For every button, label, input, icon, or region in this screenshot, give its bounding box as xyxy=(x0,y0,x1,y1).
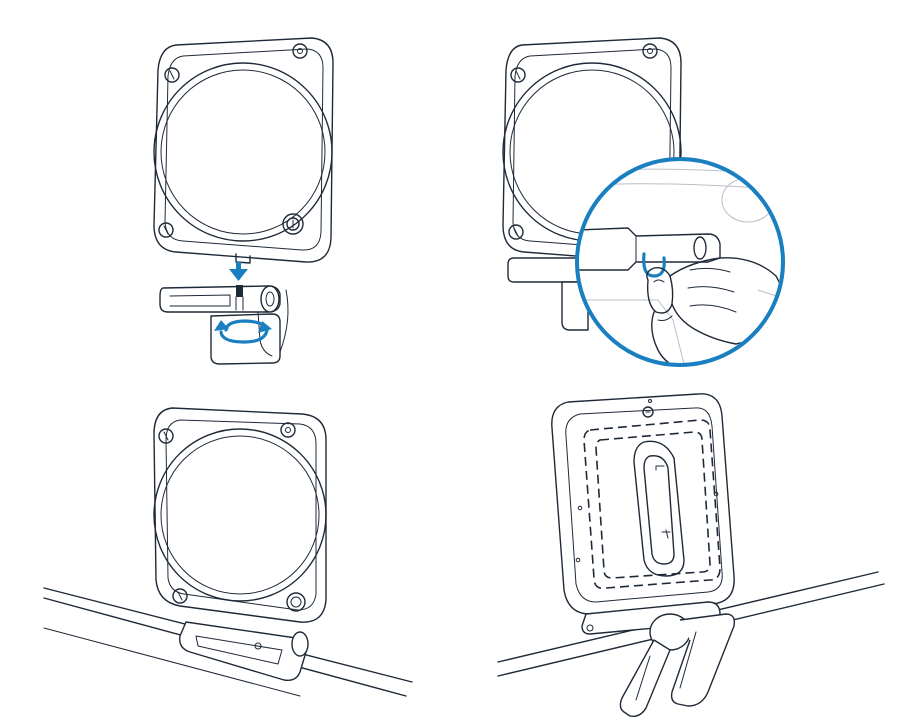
screw-bottom-left xyxy=(158,222,174,238)
step-3-panel xyxy=(43,407,413,697)
light-device xyxy=(153,37,334,264)
down-arrow-icon xyxy=(229,262,248,281)
step-4-panel xyxy=(497,393,885,718)
mount-clip xyxy=(179,621,309,682)
screw-bottom-right xyxy=(282,213,304,235)
light-device-back xyxy=(551,393,735,615)
light-device xyxy=(153,407,327,623)
zoom-circle-icon xyxy=(575,157,785,367)
screw-top-right xyxy=(292,43,308,59)
logo-icon xyxy=(642,406,654,418)
screw-top-left xyxy=(164,67,180,83)
mount-clip xyxy=(581,601,736,718)
rotate-arrows-icon xyxy=(214,319,272,344)
step-2-panel xyxy=(502,37,785,367)
step-1-panel xyxy=(153,37,334,365)
